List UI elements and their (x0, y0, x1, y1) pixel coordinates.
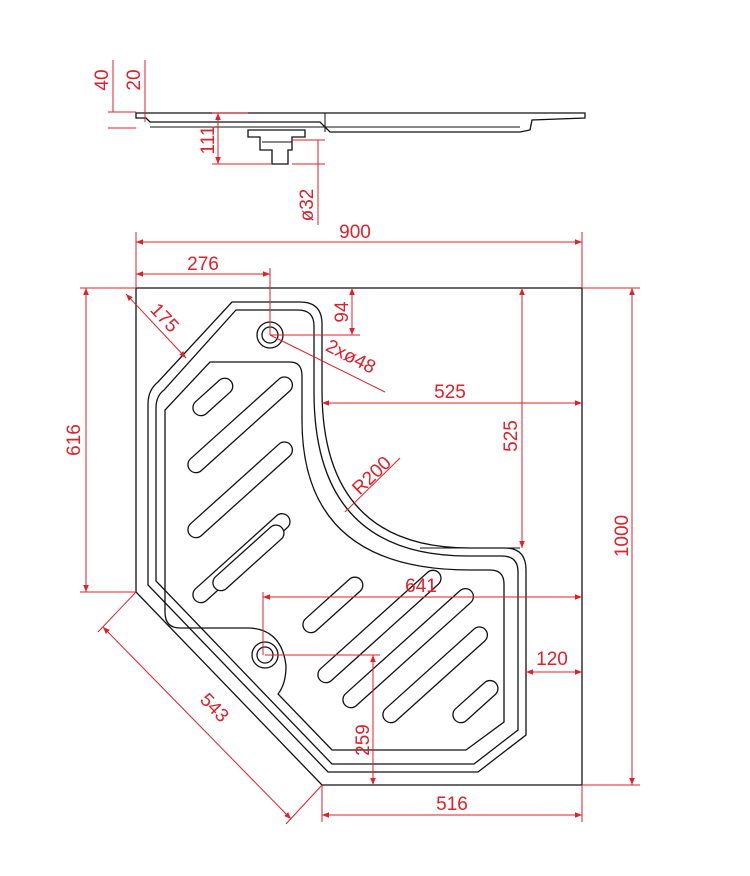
tray-rim-inner (155, 309, 519, 765)
dim-label-175: 175 (146, 299, 183, 337)
dim-label-32: ø32 (297, 189, 318, 222)
anti-slip-slot (192, 377, 234, 417)
dim-label-48: 2xø48 (322, 336, 379, 379)
dim-label-616: 616 (64, 424, 85, 456)
anti-slip-slot (382, 626, 489, 724)
dim-48-leader (269, 334, 386, 393)
dim-label-94: 94 (332, 301, 353, 323)
anti-slip-slot (302, 576, 364, 634)
dim-label-525-v: 525 (501, 420, 522, 452)
dim-label-276: 276 (187, 254, 219, 275)
dim-175-line (125, 293, 187, 359)
dim-543-ext-top (97, 591, 137, 633)
dim-label-120: 120 (536, 649, 568, 670)
side-view: 40 20 111 ø32 (92, 60, 586, 225)
dim-label-1000: 1000 (612, 515, 633, 557)
dim-label-20: 20 (124, 69, 145, 90)
anti-slip-slot (212, 524, 285, 592)
dim-label-543: 543 (195, 689, 232, 726)
tray-rim-outer (147, 301, 527, 773)
dim-label-111: 111 (198, 126, 219, 155)
side-view-profile (135, 112, 586, 133)
dim-label-40: 40 (92, 69, 113, 90)
anti-slip-slot (452, 679, 499, 724)
dim-r200-leader (344, 457, 401, 513)
dim-label-516: 516 (436, 794, 468, 815)
dim-label-525-h: 525 (434, 382, 466, 403)
tray-outer-outline (135, 287, 583, 786)
dim-label-r200: R200 (349, 453, 396, 500)
dim-label-259: 259 (353, 724, 374, 756)
dim-label-641: 641 (405, 576, 437, 597)
dim-label-900: 900 (339, 222, 371, 243)
anti-slip-slot (187, 376, 294, 474)
waste-trap (247, 129, 306, 165)
dim-543-line (102, 626, 292, 820)
anti-slip-slot (187, 441, 294, 539)
plan-view: 900 276 94 175 2xø48 616 1000 525 525 (64, 222, 640, 825)
dim-543-ext-bottom (285, 784, 323, 825)
